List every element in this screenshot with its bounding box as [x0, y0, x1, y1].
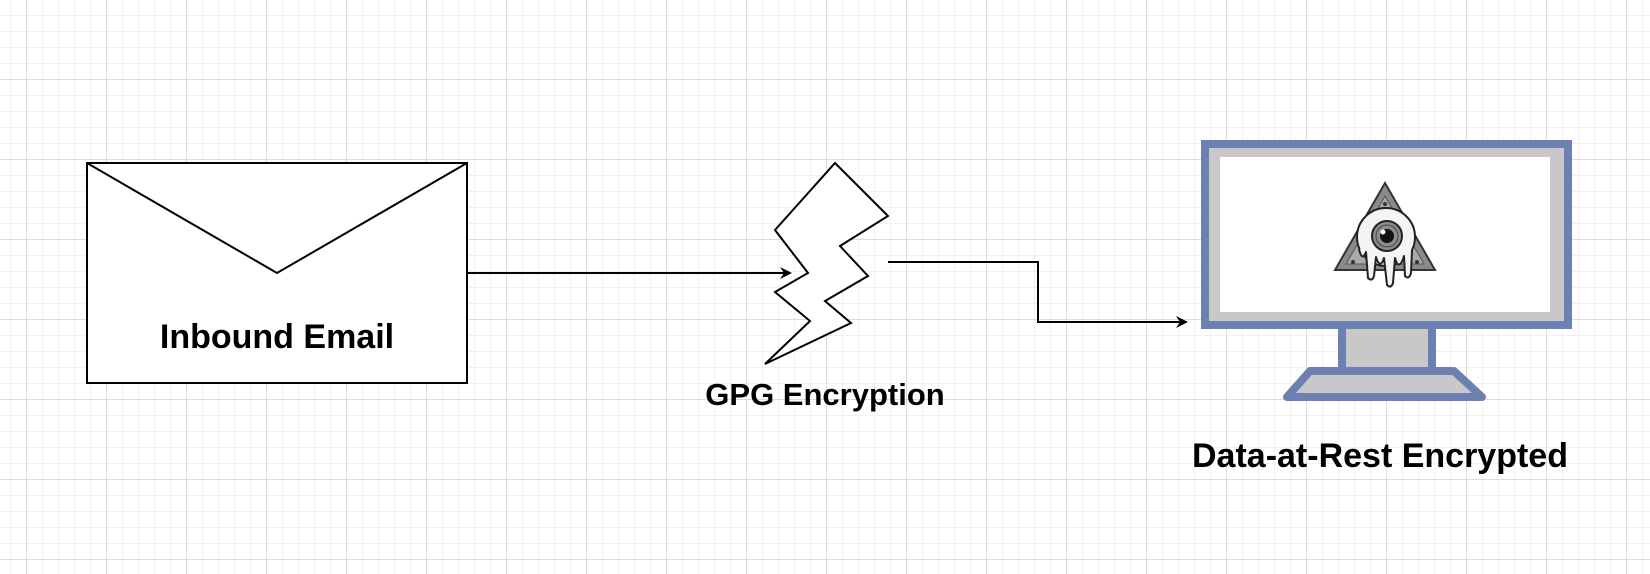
envelope-node[interactable]: [86, 162, 468, 384]
inbound-email-label: Inbound Email: [159, 318, 395, 356]
lightning-bolt-node[interactable]: [764, 161, 890, 365]
eye-in-triangle-icon: [1333, 180, 1437, 288]
gpg-encryption-label: GPG Encryption: [705, 377, 945, 412]
monitor-base: [1283, 367, 1486, 401]
envelope-flap: [86, 162, 468, 275]
data-at-rest-label: Data-at-Rest Encrypted: [1192, 437, 1568, 475]
arrow-gpg-to-storage[interactable]: [888, 261, 1188, 328]
lightning-bolt-icon: [764, 161, 890, 365]
monitor-node[interactable]: [1201, 140, 1572, 401]
